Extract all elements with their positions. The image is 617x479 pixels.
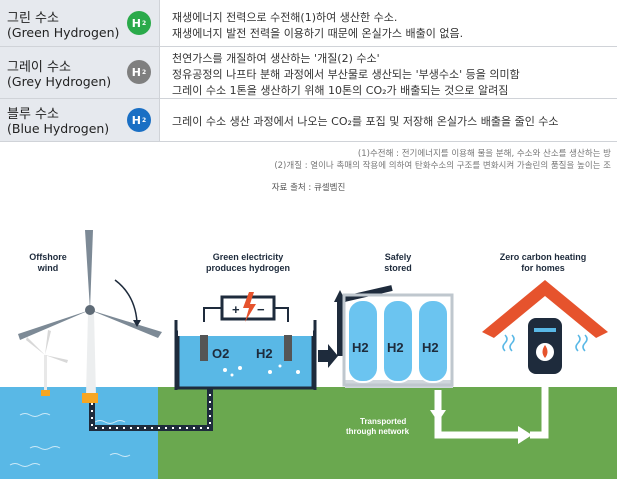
desc-line: 재생에너지 전력으로 수전해(1)하여 생산한 수소. <box>172 11 398 24</box>
label-offshore-1: Offshore <box>29 252 67 262</box>
footnote: (2)개질 : 열이나 촉매의 작용에 의하여 탄화수소의 구조를 변화시켜 가… <box>274 161 611 171</box>
name-en: (Blue Hydrogen) <box>7 121 110 136</box>
label-transported-1: Transported <box>360 417 406 426</box>
name-kr: 그린 수소 <box>7 11 59 26</box>
badge-text: H <box>131 113 142 127</box>
gas-network-pipe <box>434 390 520 439</box>
lightning-icon <box>243 292 256 322</box>
waves <box>9 413 131 467</box>
house-icon <box>482 280 608 385</box>
label-offshore-2: wind <box>37 263 59 273</box>
badge-sub: 2 <box>142 116 147 124</box>
description-cell: 재생에너지 전력으로 수전해(1)하여 생산한 수소. 재생에너지 발전 전력을… <box>160 0 617 46</box>
tank-h2-label: H2 <box>352 340 369 355</box>
label-safely-2: stored <box>384 263 412 273</box>
desc-line: 그레이 수소 생산 과정에서 나오는 CO₂를 포집 및 저장해 온실가스 배출… <box>172 115 559 128</box>
source-note: 자료 출처 : 큐셀벱진 <box>271 183 346 193</box>
tank-h2-label: H2 <box>387 340 404 355</box>
tank-h2-label: H2 <box>422 340 439 355</box>
minus-sign: − <box>257 302 265 317</box>
desc-line: 재생에너지 발전 전력을 이용하기 때문에 온실가스 배출이 없음. <box>172 27 464 40</box>
h2-label: H2 <box>256 346 273 361</box>
badge-sub: 2 <box>142 19 147 27</box>
badge-sub: 2 <box>142 68 147 76</box>
label-safely-1: Safely <box>385 252 412 262</box>
arrow-right-icon <box>318 344 338 368</box>
electrolyser-icon: + − O2 H2 <box>174 292 317 390</box>
badge-text: H <box>131 16 142 30</box>
desc-line: 정유공정의 나프타 분해 과정에서 부산물로 생산되는 '부생수소' 등을 의미… <box>172 68 520 81</box>
pipe-arrow-right <box>518 426 532 444</box>
pipe-arrow-down <box>430 410 446 422</box>
home-supply-pipe <box>530 380 549 439</box>
label-zero-2: for homes <box>521 263 565 273</box>
name-kr: 그레이 수소 <box>7 60 71 75</box>
description-cell: 천연가스를 개질하여 생산하는 '개질(2) 수소' 정유공정의 나프타 분해 … <box>160 47 617 98</box>
o2-label: O2 <box>212 346 229 361</box>
hydrogen-process-diagram: Offshore wind Green electricity produces… <box>0 200 617 479</box>
heat-waves <box>502 334 588 352</box>
description-cell: 그레이 수소 생산 과정에서 나오는 CO₂를 포집 및 저장해 온실가스 배출… <box>160 99 617 141</box>
desc-line: 그레이 수소 1톤을 생산하기 위해 10톤의 CO₂가 배출되는 것으로 알려… <box>172 84 509 97</box>
name-en: (Grey Hydrogen) <box>7 74 112 89</box>
label-green-elec-2: produces hydrogen <box>206 263 290 273</box>
small-wind-turbine-icon <box>26 330 68 396</box>
footnote: (1)수전해 : 전기에너지를 이용해 물을 분해, 수소와 산소를 생산하는 … <box>357 149 611 159</box>
plus-sign: + <box>232 302 240 317</box>
sea <box>0 387 160 479</box>
wind-turbine-icon <box>18 230 162 403</box>
storage-tanks-icon: H2 H2 H2 <box>342 293 454 388</box>
label-zero-1: Zero carbon heating <box>500 252 587 262</box>
name-en: (Green Hydrogen) <box>7 25 120 40</box>
footnotes: (1)수전해 : 전기에너지를 이용해 물을 분해, 수소와 산소를 생산하는 … <box>274 148 611 172</box>
badge-text: H <box>131 65 142 79</box>
label-transported-2: through network <box>346 427 410 436</box>
name-kr: 블루 수소 <box>7 107 59 122</box>
flame-icon <box>542 345 548 358</box>
power-cable-dots <box>91 368 211 429</box>
desc-line: 천연가스를 개질하여 생산하는 '개질(2) 수소' <box>172 52 380 65</box>
bubbles <box>223 364 300 377</box>
label-green-elec-1: Green electricity <box>213 252 284 262</box>
